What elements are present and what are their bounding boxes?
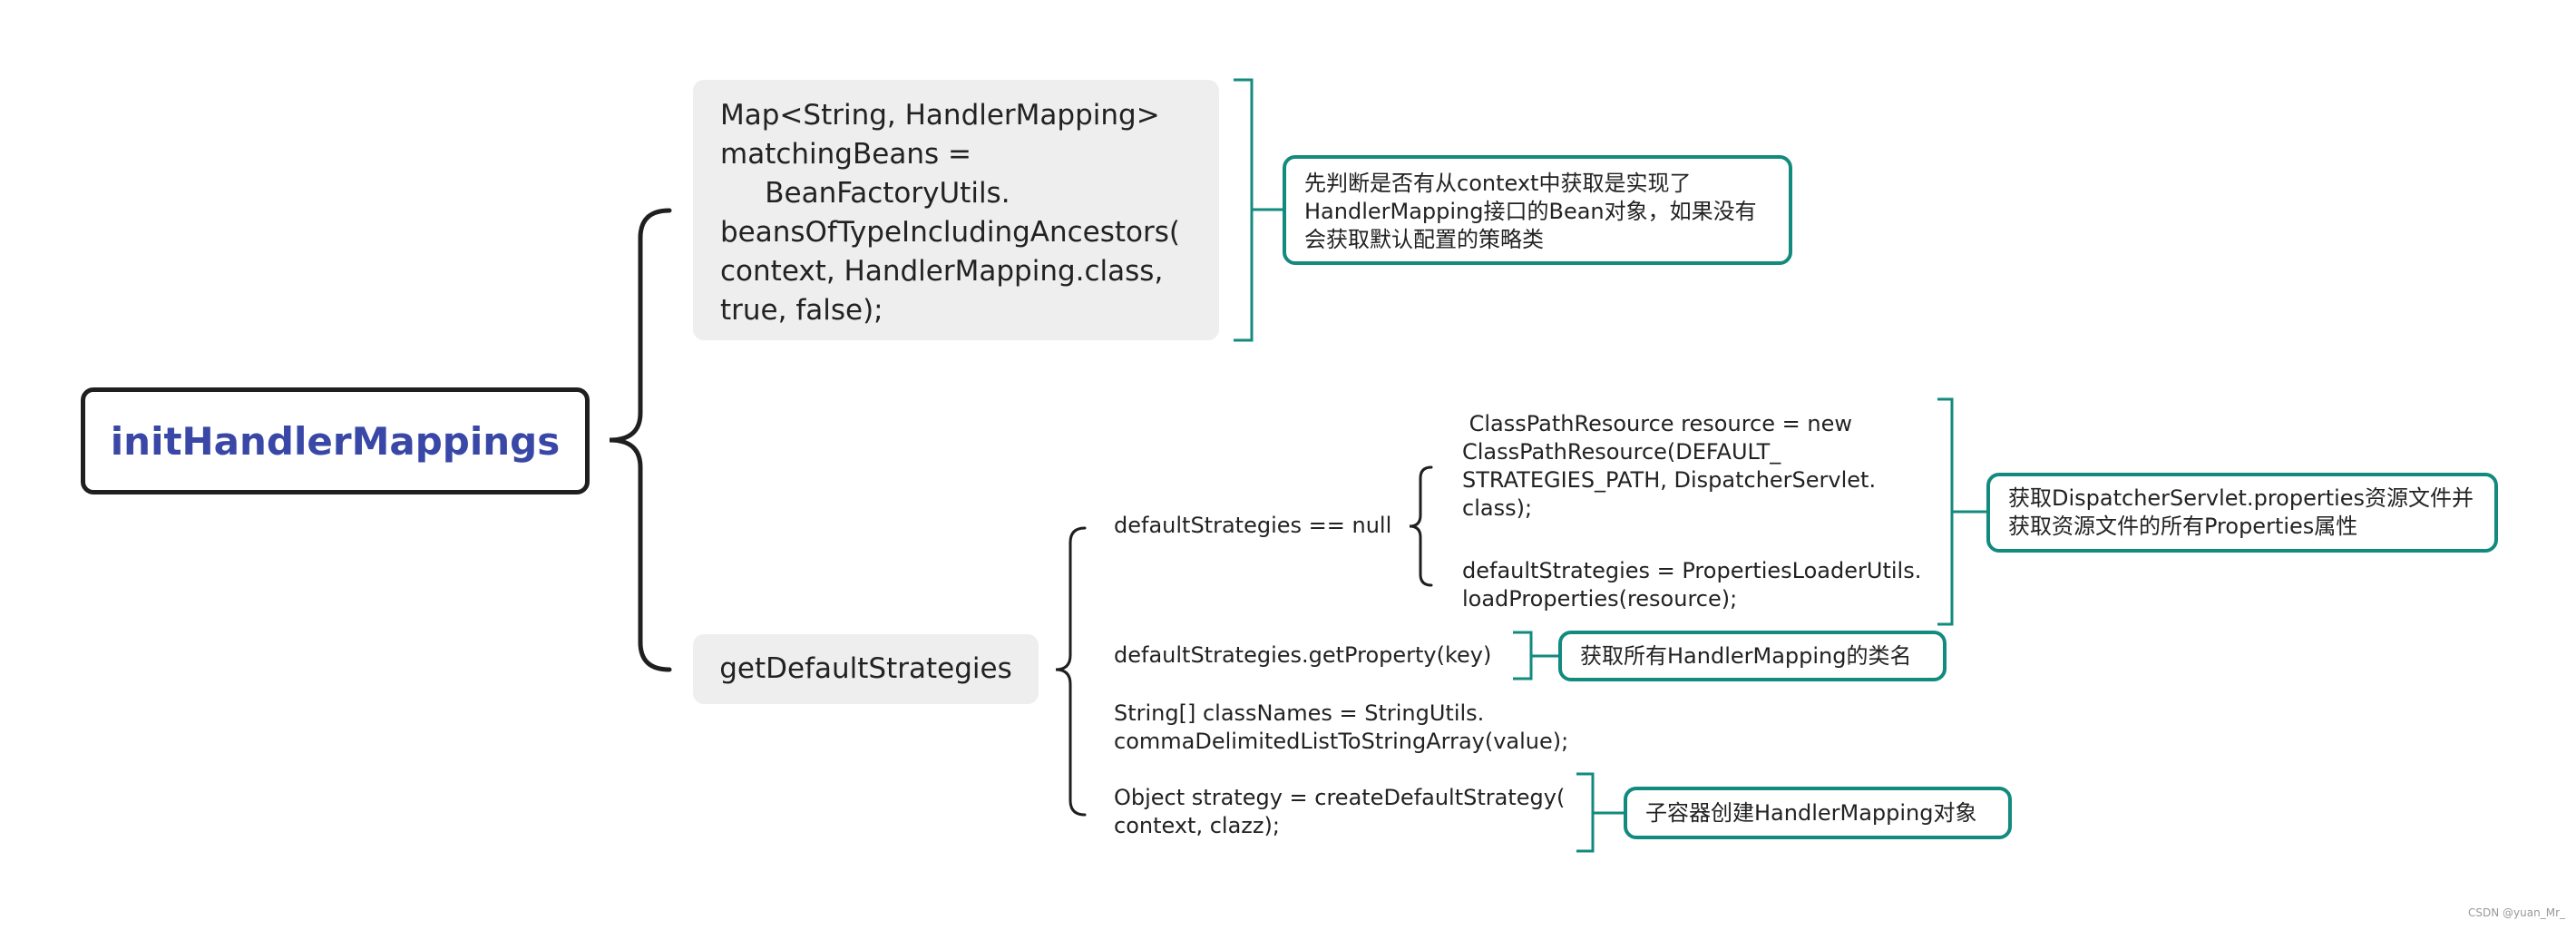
create-strategy-note[interactable]: 子容器创建HandlerMapping对象 bbox=[1624, 787, 2012, 839]
properties-note[interactable]: 获取DispatcherServlet.properties资源文件并 获取资源… bbox=[1986, 473, 2498, 553]
root-brace bbox=[609, 208, 672, 672]
strategies-brace bbox=[1055, 526, 1087, 817]
class-names-step[interactable]: String[] classNames = StringUtils. comma… bbox=[1114, 700, 1569, 754]
null-check-brace bbox=[1409, 465, 1433, 587]
get-property-bracket bbox=[1513, 631, 1558, 680]
create-strategy-bracket bbox=[1576, 772, 1624, 853]
root-node-init-handler-mappings[interactable]: initHandlerMappings bbox=[81, 387, 590, 494]
get-property-note[interactable]: 获取所有HandlerMapping的类名 bbox=[1558, 631, 1947, 681]
get-property-step[interactable]: defaultStrategies.getProperty(key) bbox=[1114, 642, 1492, 668]
resource-bracket bbox=[1937, 397, 1986, 626]
matching-beans-code-node[interactable]: Map<String, HandlerMapping> matchingBean… bbox=[693, 80, 1219, 340]
matching-beans-bracket bbox=[1234, 78, 1283, 342]
resource-statement[interactable]: ClassPathResource resource = new ClassPa… bbox=[1462, 411, 1877, 521]
root-node-label: initHandlerMappings bbox=[110, 418, 561, 464]
create-strategy-step[interactable]: Object strategy = createDefaultStrategy(… bbox=[1114, 785, 1566, 838]
get-default-strategies-label: getDefaultStrategies bbox=[719, 652, 1012, 685]
csdn-watermark: CSDN @yuan_Mr_ bbox=[2468, 906, 2565, 919]
null-check-step[interactable]: defaultStrategies == null bbox=[1114, 513, 1392, 538]
get-default-strategies-node[interactable]: getDefaultStrategies bbox=[693, 634, 1039, 704]
load-properties-statement[interactable]: defaultStrategies = PropertiesLoaderUtil… bbox=[1462, 558, 1922, 612]
matching-beans-note[interactable]: 先判断是否有从context中获取是实现了 HandlerMapping接口的B… bbox=[1283, 155, 1792, 265]
